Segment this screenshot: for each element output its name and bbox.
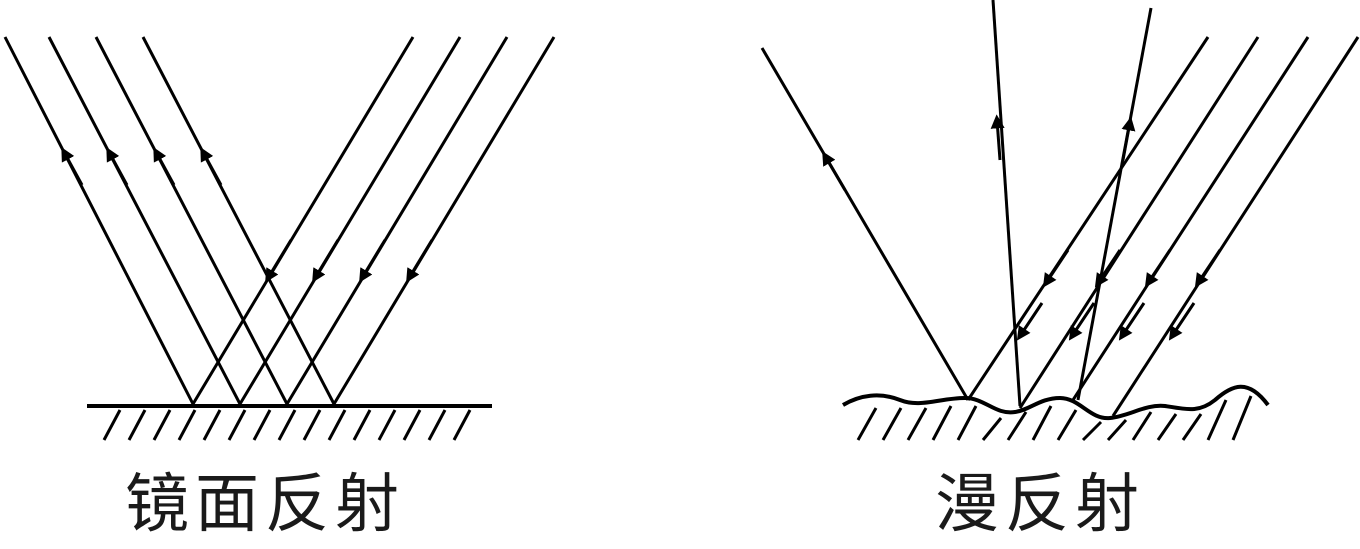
specular-reflected-rays [3, 36, 336, 405]
rough-surface-hatching [856, 395, 1253, 442]
reflected-arrow [200, 147, 223, 186]
specular-reflection-caption: 镜面反射 [125, 468, 405, 542]
reflected-ray [94, 36, 289, 405]
incident-arrow [1144, 249, 1172, 288]
reflected-arrow [1121, 116, 1136, 161]
incident-arrow [406, 239, 434, 283]
incident-arrow [1118, 302, 1146, 341]
reflected-ray [47, 36, 242, 405]
incident-ray [1018, 36, 1260, 409]
diffuse-reflection-panel [760, 0, 1360, 442]
specular-reflection-panel [3, 36, 556, 441]
diffuse-reflection-caption: 漫反射 [935, 468, 1145, 542]
reflected-ray [1076, 7, 1153, 401]
incident-arrow [1068, 302, 1096, 341]
reflected-ray [3, 36, 195, 405]
reflected-arrow [990, 114, 1005, 161]
reflected-ray [760, 47, 970, 401]
diffuse-reflected-rays [760, 0, 1153, 407]
incident-ray [966, 36, 1210, 401]
reflected-arrow [106, 147, 129, 186]
specular-incident-rays [191, 36, 556, 405]
rough-surface [841, 384, 1270, 421]
incident-arrow [1194, 249, 1222, 288]
incident-arrow [1016, 302, 1044, 341]
incident-ray [1071, 36, 1310, 401]
incident-ray [191, 36, 415, 405]
reflected-arrow [153, 147, 176, 186]
incident-arrow [1042, 249, 1070, 288]
incident-ray [285, 36, 509, 405]
incident-arrow [1168, 302, 1196, 341]
reflected-ray [141, 36, 336, 405]
incident-arrow [265, 239, 293, 283]
diffuse-incident-rays [966, 36, 1360, 417]
reflected-ray [991, 0, 1022, 407]
incident-ray [238, 36, 462, 405]
reflected-arrow [822, 151, 847, 191]
incident-arrow [359, 239, 387, 283]
reflected-arrow [61, 147, 84, 186]
mirror-hatching [102, 409, 472, 441]
incident-arrow [312, 239, 340, 283]
incident-ray [1111, 36, 1360, 417]
incident-ray [332, 36, 556, 405]
